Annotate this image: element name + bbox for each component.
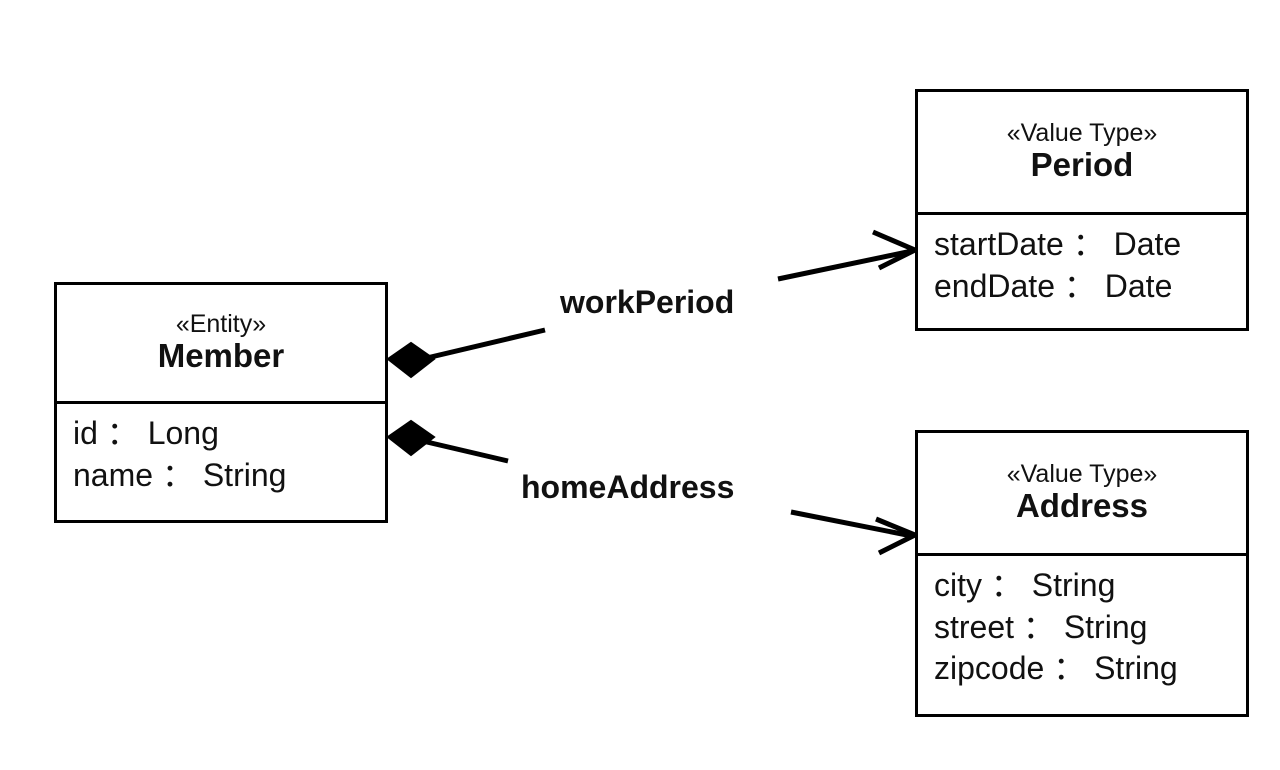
home-address-composition-diamond xyxy=(386,419,436,457)
class-box-period[interactable]: «Value Type» Period startDate ： Date end… xyxy=(915,89,1249,331)
home-address-arrowhead xyxy=(875,516,922,556)
class-header-address: «Value Type» Address xyxy=(918,433,1246,553)
class-name-address: Address xyxy=(1015,487,1149,525)
class-divider-member xyxy=(57,401,385,404)
work-period-composition-diamond xyxy=(386,341,436,379)
class-stereotype-period: «Value Type» xyxy=(1006,119,1158,148)
work-period-arrowhead xyxy=(872,229,921,271)
attribute-row: zipcode ： String xyxy=(934,650,1178,687)
class-name-member: Member xyxy=(157,337,285,375)
attribute-row: id ： Long xyxy=(73,415,219,451)
attribute-row: street ： String xyxy=(934,608,1148,645)
attribute-compartment-member: id ： Long name ： String xyxy=(57,404,385,520)
class-box-address[interactable]: «Value Type» Address city ： String stree… xyxy=(915,430,1249,717)
work-period-line-left xyxy=(413,327,546,364)
class-header-period: «Value Type» Period xyxy=(918,92,1246,212)
class-divider-period xyxy=(918,212,1246,215)
class-stereotype-member: «Entity» xyxy=(175,310,267,339)
class-stereotype-address: «Value Type» xyxy=(1006,460,1158,489)
class-divider-address xyxy=(918,553,1246,556)
home-address-line-left xyxy=(413,436,509,464)
attribute-row: startDate ： Date xyxy=(934,226,1182,262)
home-address-line-right xyxy=(790,509,913,539)
work-period-line-right xyxy=(777,248,913,282)
attribute-row: endDate ： Date xyxy=(934,267,1173,304)
attribute-compartment-period: startDate ： Date endDate ： Date xyxy=(918,215,1246,328)
class-name-period: Period xyxy=(1030,146,1134,184)
association-label-home-address: homeAddress xyxy=(521,469,735,505)
attribute-row: city ： String xyxy=(934,567,1116,603)
class-header-member: «Entity» Member xyxy=(57,285,385,401)
attribute-row: name ： String xyxy=(73,456,287,493)
attribute-compartment-address: city ： String street ： String zipcode ： … xyxy=(918,556,1246,714)
class-box-member[interactable]: «Entity» Member id ： Long name ： String xyxy=(54,282,388,523)
association-label-work-period: workPeriod xyxy=(560,284,735,320)
